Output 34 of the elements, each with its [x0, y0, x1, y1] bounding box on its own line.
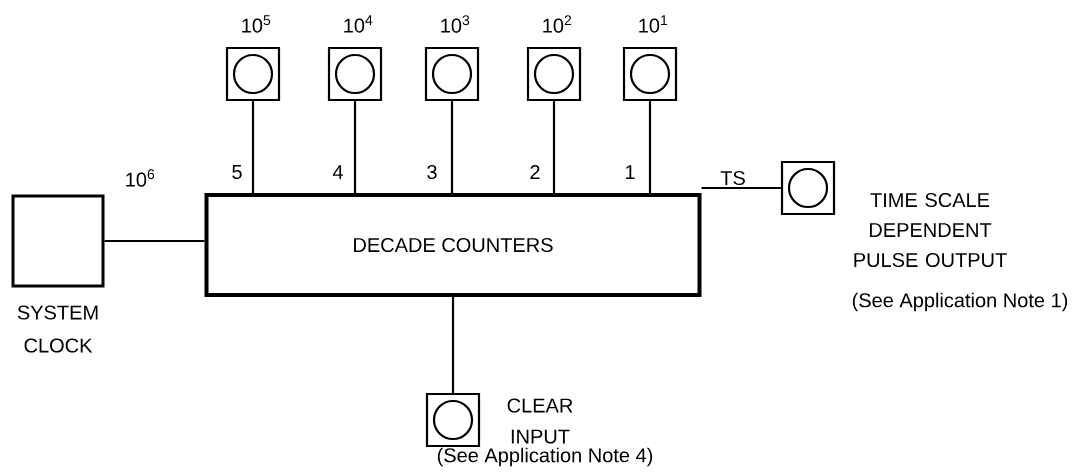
connector-line [450, 101, 454, 193]
jack-socket [526, 46, 582, 102]
edge-label: 5 [232, 165, 242, 179]
jack-socket [622, 46, 678, 102]
jack-label: CLEAR INPUT [507, 398, 573, 444]
jack-socket [425, 392, 481, 448]
jack-socket [424, 46, 480, 102]
connector-line [251, 101, 255, 193]
edge-label: 3 [427, 164, 437, 180]
connector-line [648, 101, 652, 193]
edge-label: TS [720, 170, 745, 186]
note-text: (See Application Note 1) [852, 292, 1068, 312]
connector-line [451, 297, 455, 393]
jack-socket [780, 160, 836, 216]
jack-label: 10$^{1}$ [639, 15, 668, 33]
jack-label: 10$^{3}$ [441, 15, 470, 33]
node-label: SYSTEM CLOCK [17, 305, 98, 353]
edge-label: 2 [530, 165, 540, 179]
edge-label: 1 [625, 165, 635, 179]
clock-box [11, 194, 105, 288]
edge-label: 10$^{6}$ [126, 169, 155, 187]
connector-line [104, 239, 205, 243]
jack-label: 10$^{2}$ [543, 15, 572, 33]
jack-label: 10$^{4}$ [344, 15, 373, 33]
jack-label: TIME SCALE DEPENDENT PULSE OUTPUT [854, 192, 1007, 268]
counter-box: DECADE COUNTERS [204, 193, 702, 297]
note-text: (See Application Note 4) [437, 447, 653, 467]
connector-line [552, 101, 556, 193]
jack-socket [327, 46, 383, 102]
jack-socket [225, 46, 281, 102]
connector-line [701, 186, 781, 190]
connector-line [353, 101, 357, 193]
edge-label: 4 [332, 165, 343, 179]
jack-label: 10$^{5}$ [242, 15, 271, 33]
